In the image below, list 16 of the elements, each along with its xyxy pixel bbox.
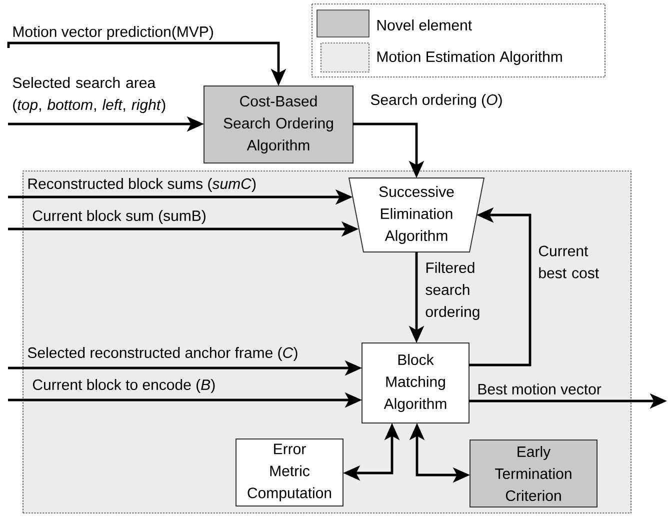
edge-label: Reconstructed block sums (sumC) xyxy=(28,178,256,192)
edge-label: Current best cost xyxy=(538,246,599,278)
process-box: Early Termination Criterion xyxy=(470,440,598,508)
process-box: Error Metric Computation xyxy=(236,438,344,506)
edge-label: Selected search area (top, bottom, left, right) xyxy=(12,77,166,113)
edge-label: Filtered search ordering xyxy=(426,262,480,320)
legend-label: Motion Estimation Algorithm xyxy=(377,51,562,65)
edge-label: Search ordering (O) xyxy=(370,94,502,108)
process-box: Cost-Based Search Ordering Algorithm xyxy=(204,86,354,164)
edge-label: Best motion vector xyxy=(478,384,602,394)
edge-label: Selected reconstructed anchor frame (C) xyxy=(28,347,298,361)
process-box: Block Matching Algorithm xyxy=(362,342,470,424)
edge-label: Current block to encode (B) xyxy=(32,379,215,393)
edge-label: Current block sum (sumB) xyxy=(32,210,206,224)
legend-label: Novel element xyxy=(377,20,472,30)
edge-label: Motion vector prediction(MVP) xyxy=(13,26,213,40)
